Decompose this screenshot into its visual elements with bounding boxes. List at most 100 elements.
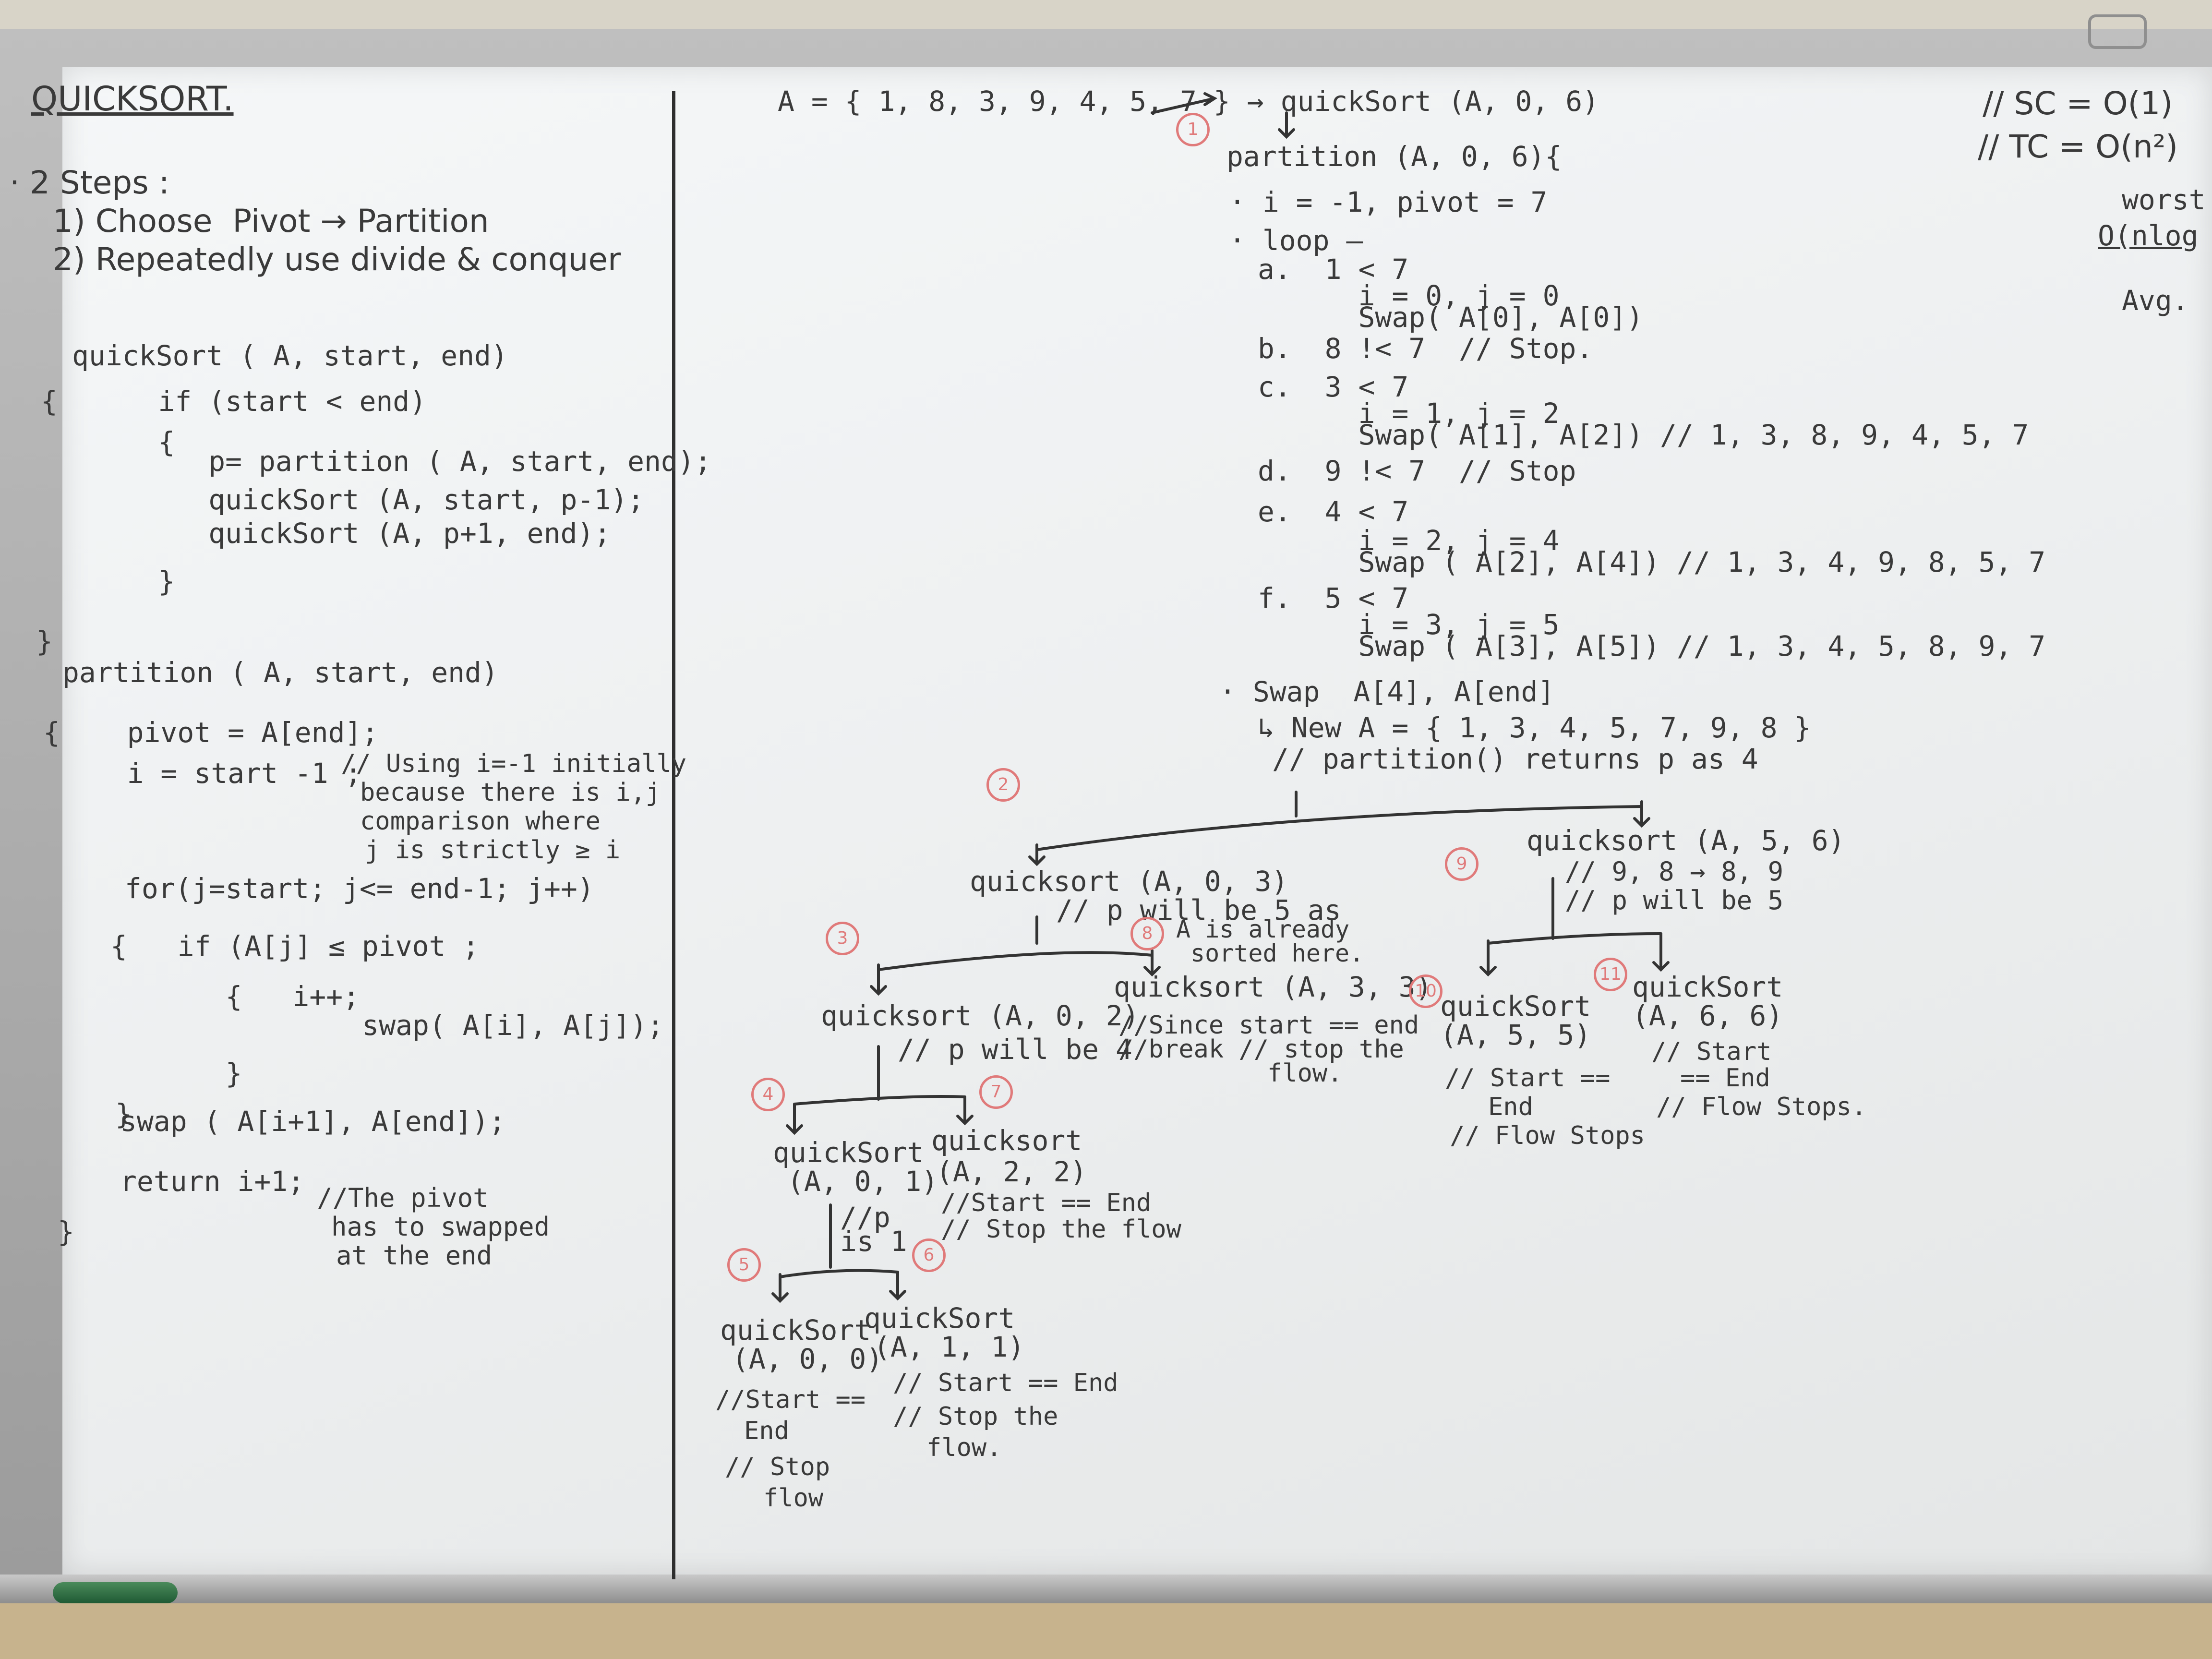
trace-line: i = 1, j = 2	[1258, 397, 1560, 430]
branch-n4	[779, 1269, 899, 1278]
final-swap: · Swap A[4], A[end]	[1219, 675, 1555, 708]
code-line: for(j=start; j<= end-1; j++)	[125, 872, 594, 905]
note-line: has to swapped	[331, 1212, 550, 1242]
code-line: {	[41, 426, 175, 458]
step-marker: 3	[826, 922, 859, 955]
node-args: (A, 1, 1)	[874, 1331, 1025, 1363]
arrow-n8	[1143, 949, 1161, 977]
node-note: //break // stop the	[1118, 1035, 1404, 1064]
code-line: quickSort ( A, start, end)	[72, 339, 508, 372]
comment-line: comparison where	[360, 807, 601, 836]
arrow-n10	[1479, 939, 1497, 977]
title: QUICKSORT.	[31, 79, 234, 119]
step-marker: 5	[727, 1248, 761, 1282]
node-note: //Start ==	[715, 1385, 866, 1414]
code-line: { pivot = A[end];	[43, 716, 379, 749]
code-line: i = start -1 ;	[43, 757, 362, 790]
node-quicksort-1-1: quickSort	[864, 1302, 1015, 1334]
trace-line: Swap( A[0], A[0])	[1258, 301, 1644, 334]
node-args: (A, 0, 1)	[787, 1165, 938, 1198]
comment-line: // Using i=-1 initially	[341, 749, 687, 778]
node-note: // Start ==	[1445, 1064, 1611, 1093]
node-args: (A, 2, 2)	[936, 1155, 1087, 1188]
node-note: == End	[1680, 1064, 1770, 1093]
code-line: swap( A[i], A[j]);	[211, 1009, 664, 1042]
divider-line	[672, 91, 675, 1579]
node-note: //Since start == end	[1118, 1011, 1419, 1040]
node-note: // Stop the	[893, 1402, 1058, 1431]
node-note: // Stop	[725, 1453, 830, 1481]
node-note: //p	[840, 1201, 890, 1234]
node-quicksort-5-6: quicksort (A, 5, 6)	[1527, 824, 1845, 857]
code-line: swap ( A[i+1], A[end]);	[120, 1105, 506, 1138]
green-marker	[53, 1582, 178, 1603]
trace-line: i = 2, j = 4	[1258, 524, 1560, 557]
note-line: //The pivot	[317, 1183, 489, 1213]
node-quicksort-6-6: quickSort	[1632, 971, 1783, 1003]
node-note: sorted here.	[1190, 939, 1364, 967]
worst-label: worst	[2122, 183, 2206, 216]
arrow-to-partition	[1278, 111, 1295, 139]
init-line: · i = -1, pivot = 7	[1229, 186, 1548, 218]
node-note: // Flow Stops.	[1656, 1093, 1867, 1121]
node-quicksort-3-3: quicksort (A, 3, 3)	[1114, 971, 1432, 1003]
arrow-n3	[870, 963, 887, 996]
node-note: End	[744, 1417, 789, 1445]
node-args: (A, 5, 5)	[1440, 1019, 1591, 1051]
node-note: // 9, 8 → 8, 9	[1565, 856, 1784, 887]
step-1: 1) Choose Pivot → Partition	[53, 203, 489, 240]
loop-label: · loop —	[1229, 224, 1363, 257]
node-note: // Stop the flow	[941, 1215, 1181, 1244]
branch-n3	[793, 1095, 966, 1106]
branch-n2	[877, 951, 1154, 971]
avg-label: Avg.	[2122, 284, 2189, 317]
whiteboard	[62, 67, 2212, 1575]
trace-line: i = 0, j = 0	[1258, 279, 1560, 312]
node-note: // Start == End	[893, 1369, 1118, 1397]
code-line: }	[41, 565, 175, 598]
step-marker: 1	[1176, 113, 1210, 146]
new-array: ↳ New A = { 1, 3, 4, 5, 7, 9, 8 }	[1258, 711, 1811, 744]
arrow-n4	[786, 1103, 803, 1135]
code-line: }	[36, 625, 53, 658]
step-marker: 10	[1409, 974, 1443, 1008]
node-quicksort-0-3: quicksort (A, 0, 3)	[970, 865, 1288, 898]
avg-complexity: O(nlog	[2098, 219, 2199, 252]
trace-line: d. 9 !< 7 // Stop	[1258, 455, 1576, 487]
arrow-to-quicksort	[1151, 92, 1218, 114]
code-line: quickSort (A, start, p-1);	[41, 483, 645, 516]
node-note: flow.	[926, 1433, 1002, 1462]
node-quicksort-2-2: quicksort	[931, 1124, 1082, 1157]
step-marker: 11	[1594, 958, 1627, 991]
trace-line: f. 5 < 7	[1258, 582, 1409, 614]
code-line: { if (start < end)	[41, 385, 427, 418]
branch-n9	[1487, 932, 1662, 945]
node-note: // p will be 5	[1565, 885, 1784, 915]
trace-line: e. 4 < 7	[1258, 495, 1409, 528]
code-line: { i++;	[158, 980, 360, 1013]
step-marker: 6	[912, 1238, 946, 1272]
time-complexity: // TC = O(n²)	[1978, 128, 2178, 165]
node-note: is 1	[840, 1225, 907, 1258]
comment-line: j is strictly ≥ i	[365, 836, 621, 865]
step-marker: 4	[751, 1078, 785, 1111]
partition-returns: // partition() returns p as 4	[1272, 743, 1758, 775]
node-note: // Start	[1651, 1037, 1772, 1066]
marker-tray	[0, 1575, 2212, 1603]
step-marker: 9	[1445, 847, 1479, 881]
code-line: return i+1;	[120, 1165, 305, 1198]
trace-line: a. 1 < 7	[1258, 253, 1409, 286]
node-note: flow	[763, 1484, 824, 1513]
step-marker: 2	[986, 768, 1020, 802]
code-line: }	[158, 1057, 242, 1090]
node-quicksort-0-0: quickSort	[720, 1314, 871, 1346]
step-marker: 8	[1130, 917, 1164, 950]
node-args: (A, 0, 0)	[732, 1343, 883, 1375]
node-args: (A, 6, 6)	[1632, 999, 1783, 1032]
arrow-left	[1028, 843, 1046, 866]
arrow-right	[1633, 800, 1650, 828]
trace-line: c. 3 < 7	[1258, 371, 1409, 403]
code-line: }	[115, 1098, 132, 1130]
closing-brace: }	[58, 1215, 74, 1248]
